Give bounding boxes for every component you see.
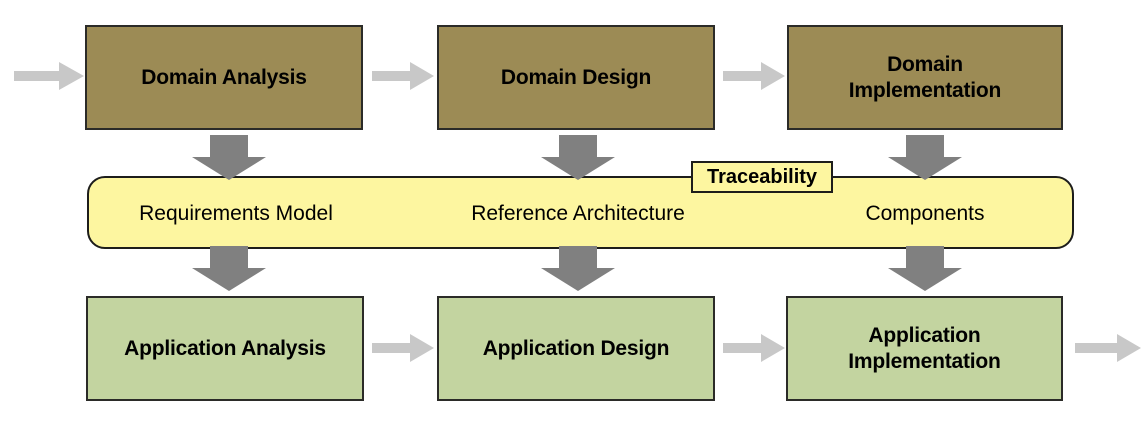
flow-arrow-application-design-to-application-implementation: [723, 334, 785, 362]
domain-implementation-label: Domain Implementation: [848, 52, 1002, 102]
outbound-arrow-application-implementation: [1075, 334, 1141, 362]
reference-architecture-label: Reference Architecture: [471, 202, 685, 225]
transfer-arrow-domain-implementation-to-components: [888, 135, 962, 180]
application-design-box[interactable]: Application Design: [437, 296, 715, 401]
flow-arrow-domain-design-to-domain-implementation: [723, 62, 785, 90]
domain-design-box[interactable]: Domain Design: [437, 25, 715, 130]
application-implementation-label: Application Implementation: [848, 323, 1001, 373]
transfer-arrow-requirements-model-to-application-analysis: [192, 246, 266, 291]
application-analysis-label: Application Analysis: [124, 336, 326, 360]
inbound-arrow-domain-analysis: [14, 62, 84, 90]
domain-analysis-label: Domain Analysis: [141, 65, 307, 89]
transfer-arrow-components-to-application-implementation: [888, 246, 962, 291]
domain-implementation-box[interactable]: Domain Implementation: [787, 25, 1063, 130]
application-design-label: Application Design: [482, 336, 670, 360]
flow-arrow-domain-analysis-to-domain-design: [372, 62, 434, 90]
application-implementation-box[interactable]: Application Implementation: [786, 296, 1063, 401]
traceability-tag[interactable]: Traceability: [691, 161, 833, 193]
components-label: Components: [865, 202, 985, 225]
traceability-label: Traceability: [706, 165, 818, 188]
transfer-arrow-domain-design-to-reference-architecture: [541, 135, 615, 180]
transfer-arrow-domain-analysis-to-requirements-model: [192, 135, 266, 180]
requirements-model-label: Requirements Model: [139, 202, 333, 225]
domain-design-label: Domain Design: [500, 65, 652, 89]
transfer-arrow-reference-architecture-to-application-design: [541, 246, 615, 291]
domain-analysis-box[interactable]: Domain Analysis: [85, 25, 363, 130]
flow-arrow-application-analysis-to-application-design: [372, 334, 434, 362]
application-analysis-box[interactable]: Application Analysis: [86, 296, 364, 401]
